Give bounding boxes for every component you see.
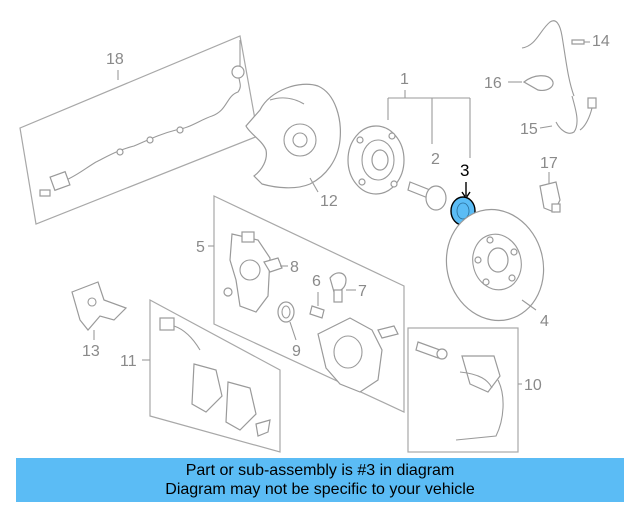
callout-9: 9 (292, 343, 301, 360)
part-11-brake-pads: 11 (120, 298, 281, 453)
part-4-rotor: 4 (445, 208, 549, 330)
part-15-brake-line: 15 (520, 95, 597, 138)
part-10-guide-pins: 10 (407, 327, 542, 453)
callout-5: 5 (196, 239, 205, 256)
part-14-brake-hose: 14 (521, 20, 610, 97)
part-12-splash-shield: 12 (245, 83, 341, 210)
part-18-abs-sensor-harness: 18 (19, 35, 259, 225)
callout-13: 13 (82, 343, 100, 360)
part-16-clip: 16 (484, 75, 554, 92)
part-13-bracket: 13 (71, 281, 128, 360)
callout-11: 11 (120, 353, 137, 370)
banner-line-2: Diagram may not be specific to your vehi… (165, 481, 475, 498)
banner-line-1: Part or sub-assembly is #3 in diagram (185, 462, 455, 479)
part-5-caliper-assembly: 5 8 6 7 9 (196, 195, 405, 413)
callout-12: 12 (320, 193, 338, 210)
callout-3: 3 (460, 161, 469, 180)
callout-7: 7 (358, 283, 367, 300)
callout-15: 15 (520, 121, 538, 138)
callout-16: 16 (484, 75, 502, 92)
callout-18: 18 (106, 51, 124, 68)
callout-14: 14 (592, 33, 610, 50)
callout-10: 10 (524, 377, 542, 394)
part-1-hub-assembly: 1 (347, 71, 471, 195)
info-banner: Part or sub-assembly is #3 in diagram Di… (16, 458, 624, 502)
callout-4: 4 (540, 313, 549, 330)
callout-17: 17 (540, 155, 558, 172)
callout-6: 6 (312, 273, 321, 290)
part-2-bolt: 2 (407, 151, 447, 211)
callout-2: 2 (431, 151, 440, 168)
callout-1: 1 (400, 71, 409, 88)
callout-8: 8 (290, 259, 299, 276)
parts-diagram: 18 12 1 2 3 (19, 20, 610, 453)
part-17-bleeder: 17 (539, 155, 561, 213)
